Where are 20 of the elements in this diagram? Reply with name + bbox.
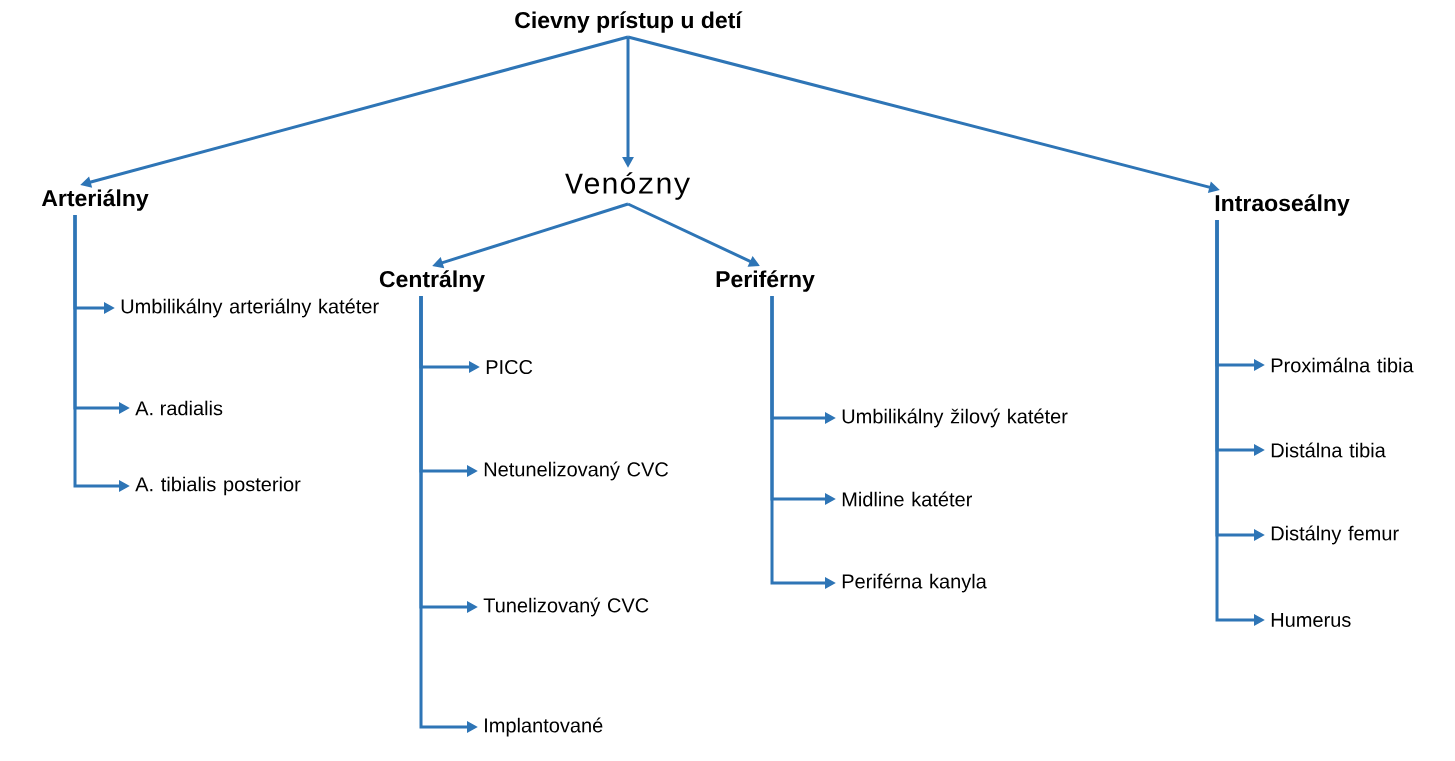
item-label: Periférna kanyla xyxy=(842,573,987,593)
title-text: Cievny prístup u detí xyxy=(515,11,743,33)
item-label: PICC xyxy=(486,359,533,375)
category-label: Periférny xyxy=(716,270,815,292)
item-label: Distálny femur xyxy=(1271,525,1399,545)
item-label: Proximálna tibia xyxy=(1271,357,1414,373)
item-label: Humerus xyxy=(1271,613,1351,627)
item-label: A. radialis xyxy=(135,400,223,416)
item-label: Implantované xyxy=(485,717,603,737)
item-label: Netunelizovaný CVC xyxy=(484,461,669,481)
category-label: Venózny xyxy=(565,172,690,200)
item-label: Umbilikálny žilový katéter xyxy=(842,408,1068,428)
item-label: Distálna tibia xyxy=(1271,442,1386,458)
item-label: Tunelizovaný CVC xyxy=(483,597,649,617)
category-label: Intraoseálny xyxy=(1215,194,1350,216)
category-label: Arteriálny xyxy=(41,189,149,211)
item-label: Midline katéter xyxy=(842,491,972,507)
item-label: A. tibialis posterior xyxy=(135,476,301,496)
item-label: Umbilikálny arteriálny katéter xyxy=(121,298,379,318)
category-label: Centrálny xyxy=(379,270,485,292)
